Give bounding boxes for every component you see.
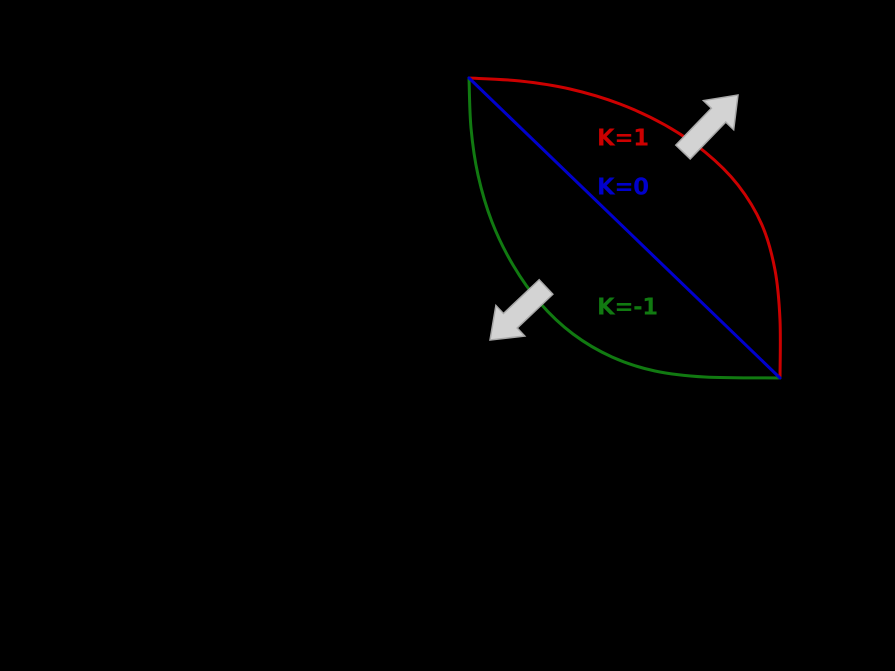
label-k-zero: K=0 [597, 175, 649, 201]
label-k-negative: K=-1 [597, 295, 658, 321]
curve-k-zero [467, 76, 782, 380]
label-k-positive: K=1 [597, 126, 649, 152]
arrow-down-left-icon [489, 278, 554, 341]
curve-k-positive [467, 76, 782, 380]
arrow-up-right-icon [674, 94, 739, 161]
